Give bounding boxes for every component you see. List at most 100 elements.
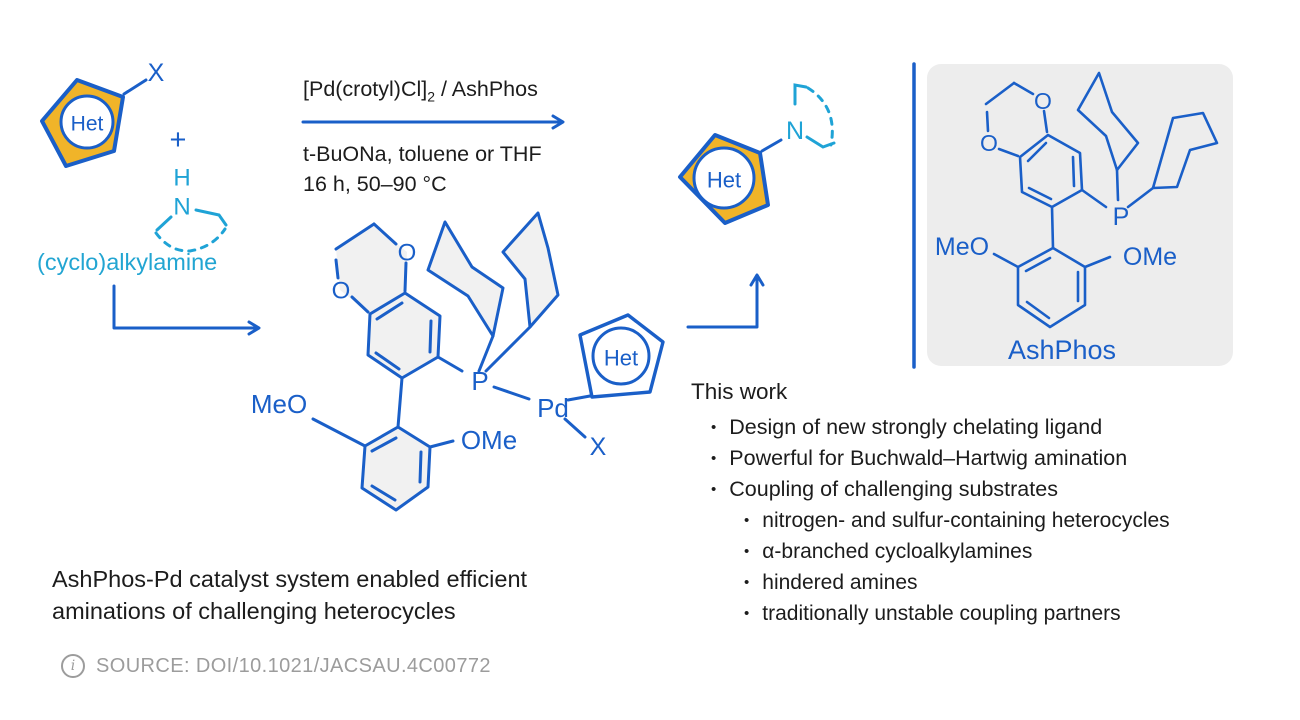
bullet-dot: •	[744, 574, 750, 591]
het-label: Het	[707, 168, 741, 193]
this-work-title: This work	[691, 379, 788, 404]
bullet-text: α-branched cycloalkylamines	[762, 540, 1033, 563]
het-label: Het	[604, 346, 638, 371]
oxygen-label: O	[980, 130, 998, 156]
bond-line	[492, 385, 531, 401]
amine-h-label: H	[173, 165, 190, 192]
ome-label: OMe	[1123, 243, 1177, 271]
bond-line	[793, 83, 808, 106]
bullet-dot: •	[744, 543, 750, 560]
list-item: • Powerful for Buchwald–Hartwig amination	[691, 443, 1170, 474]
phosphorus-label: P	[471, 366, 488, 396]
bond-line	[396, 376, 404, 429]
oxygen-label: O	[1034, 88, 1052, 114]
bond-line	[992, 252, 1020, 269]
bond-line	[760, 138, 783, 153]
bond-line	[1071, 155, 1076, 188]
this-work-section: This work •Design of new strongly chelat…	[691, 379, 1170, 629]
bullet-dot: •	[711, 419, 717, 436]
summary-line-1: AshPhos-Pd catalyst system enabled effic…	[52, 566, 528, 592]
list-item: • α-branched cycloalkylamines	[691, 536, 1170, 567]
conditions-ligand: / AshPhos	[435, 77, 538, 101]
bond-line	[311, 417, 367, 448]
ashphos-panel: O O MeO OMe P AshPhos	[912, 62, 1233, 369]
meo-label: MeO	[251, 389, 307, 419]
reactant-heteroaryl-halide: Het X	[40, 59, 165, 168]
product-ring-arc	[806, 86, 834, 147]
conditions-catalyst: [Pd(crotyl)Cl]	[303, 77, 428, 101]
halide-x-label: X	[148, 59, 165, 87]
oxygen-label: O	[332, 278, 351, 305]
bond-line	[1025, 300, 1051, 320]
conditions-above-arrow: [Pd(crotyl)Cl]2 / AshPhos	[303, 76, 538, 110]
source-attribution: i SOURCE: DOI/10.1021/JACSAU.4C00772	[61, 654, 491, 678]
pd-ashphos-complex: O O MeO OMe P Pd X Het	[251, 211, 665, 512]
plus-sign: +	[170, 124, 187, 156]
bond-line	[428, 439, 455, 449]
dioxane-ring	[336, 224, 407, 314]
amine-caption: (cyclo)alkylamine	[37, 249, 218, 275]
phosphorus-label: P	[1113, 203, 1130, 231]
bond-line	[194, 208, 228, 227]
conditions-subscript: 2	[427, 88, 436, 105]
het-label: Het	[71, 113, 104, 136]
bond-line	[477, 334, 495, 373]
bullet-text: hindered amines	[762, 571, 918, 594]
this-work-list: •Design of new strongly chelating ligand…	[691, 412, 1170, 629]
bond-line	[1115, 168, 1120, 202]
bond-line	[428, 319, 433, 354]
product-arrow	[686, 273, 765, 329]
source-text: SOURCE: DOI/10.1021/JACSAU.4C00772	[96, 654, 491, 677]
bond-line	[375, 301, 404, 321]
ashphos-name: AshPhos	[1008, 335, 1116, 365]
bond-line	[985, 110, 990, 133]
bond-line	[418, 450, 423, 484]
bullet-text: Coupling of challenging substrates	[729, 477, 1058, 501]
bond-line	[1012, 81, 1035, 96]
amine-ring-arc	[154, 227, 227, 253]
bullet-dot: •	[711, 481, 717, 498]
reactant-amine: H N	[154, 165, 228, 253]
amine-n-label: N	[173, 194, 190, 221]
bullet-text: nitrogen- and sulfur-containing heterocy…	[762, 509, 1170, 532]
bond-line	[350, 295, 370, 314]
bond-line	[374, 351, 401, 371]
bond-line	[155, 215, 173, 232]
summary-line-2: aminations of challenging heterocycles	[52, 597, 456, 624]
bond-line	[370, 484, 397, 502]
bullet-text: traditionally unstable coupling partners	[762, 602, 1121, 625]
bond-line	[997, 147, 1020, 158]
bond-line	[1050, 205, 1055, 250]
oxygen-label: O	[398, 240, 417, 267]
bond-line	[403, 261, 408, 293]
list-item: • nitrogen- and sulfur-containing heteroc…	[691, 505, 1170, 536]
bullet-dot: •	[744, 512, 750, 529]
meo-label: MeO	[935, 233, 989, 261]
bond-line	[334, 258, 340, 280]
bond-line	[1126, 186, 1155, 209]
bond-line	[436, 355, 464, 373]
cyclohexyl-right	[501, 211, 560, 329]
conditions-time-temp: 16 h, 50–90 °C	[303, 172, 447, 196]
list-item: •Design of new strongly chelating ligand	[691, 412, 1170, 443]
het-circle	[692, 146, 756, 210]
bond-line	[1026, 141, 1048, 163]
bullet-dot: •	[711, 450, 717, 467]
product-het-amine: Het N	[678, 83, 836, 225]
bond-line	[1083, 255, 1112, 269]
bond-line	[1080, 188, 1108, 209]
halide-x-label: X	[590, 433, 607, 461]
list-item: • traditionally unstable coupling partner…	[691, 598, 1170, 629]
bond-line	[122, 78, 148, 96]
bond-line	[984, 81, 1016, 106]
bullet-text: Powerful for Buchwald–Hartwig amination	[729, 446, 1128, 470]
product-n-label: N	[786, 117, 804, 145]
list-item: • Coupling of challenging substrates	[691, 474, 1170, 505]
summary-caption: AshPhos-Pd catalyst system enabled effic…	[52, 564, 527, 627]
bullet-dot: •	[744, 605, 750, 622]
palladium-label: Pd	[537, 393, 569, 423]
het-circle	[59, 94, 115, 150]
info-icon: i	[61, 654, 85, 678]
